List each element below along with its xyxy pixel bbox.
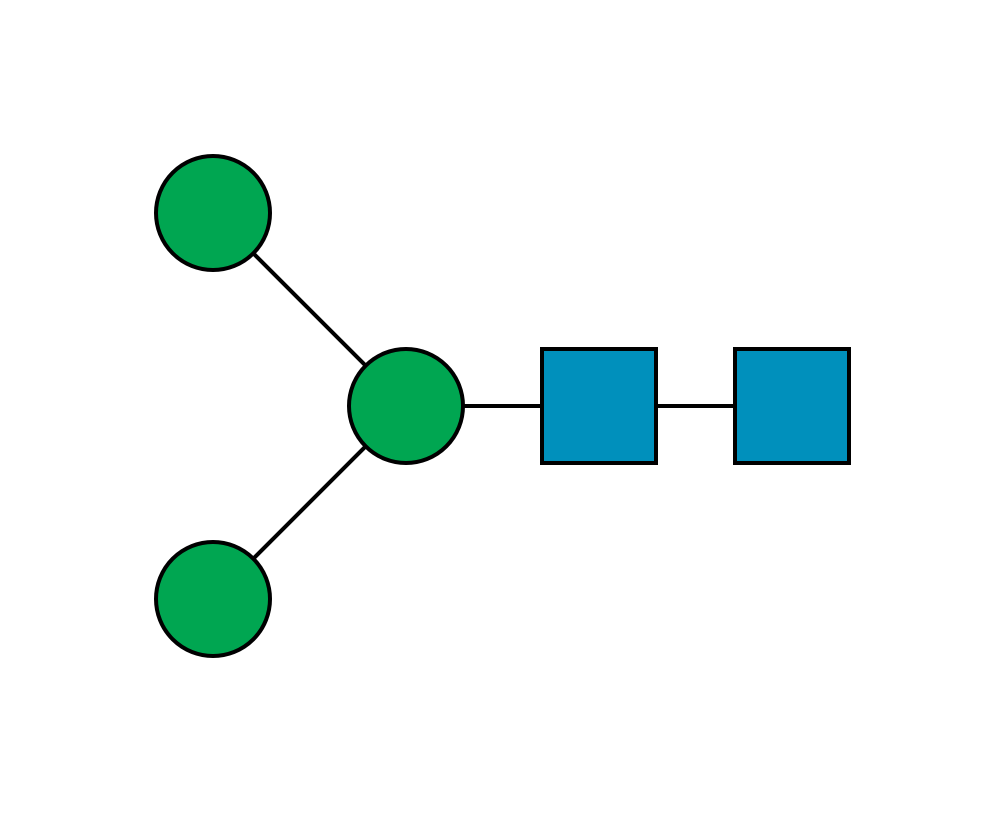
- circle-top-left-node: [154, 154, 272, 272]
- square-middle-node: [540, 347, 658, 465]
- circle-center-node: [347, 347, 465, 465]
- edges-layer: [211, 211, 792, 601]
- circle-bottom-left-node: [154, 540, 272, 658]
- nodes-layer: [154, 154, 851, 658]
- square-right-node: [733, 347, 851, 465]
